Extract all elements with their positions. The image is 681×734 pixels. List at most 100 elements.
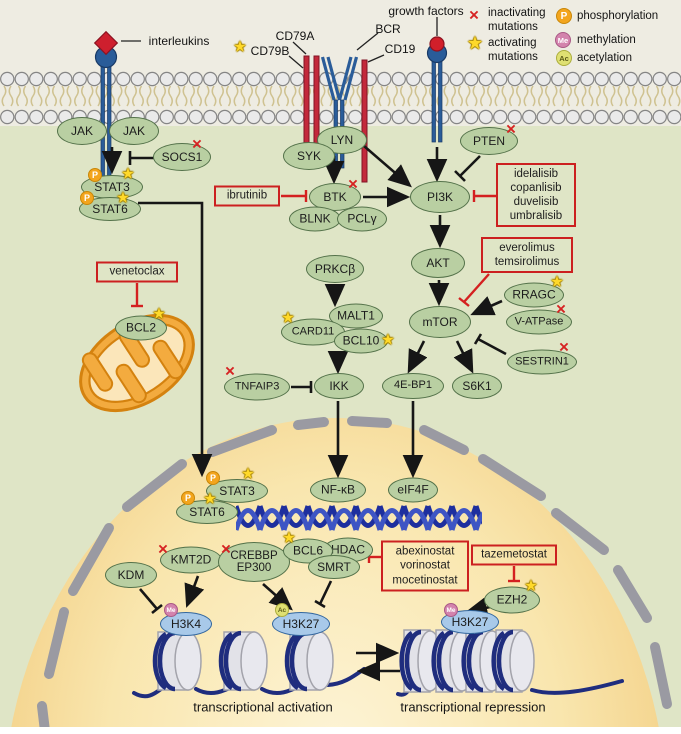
legend-inactivating: inactivating	[488, 7, 546, 19]
drug-box-pi3k-inhibitors: idelalisib copanlisib duvelisib umbralis…	[496, 163, 576, 227]
drug-box-mtor-inhibitors: everolimus temsirolimus	[481, 237, 573, 273]
drug-inhibition-lines	[131, 190, 520, 583]
transcriptional-repression-label: transcriptional repression	[400, 699, 546, 715]
drug-box-ibrutinib: ibrutinib	[214, 185, 280, 207]
node-smrt: SMRT	[308, 555, 360, 579]
drug-duvelisib: duvelisib	[513, 196, 559, 208]
legend-methylation: methylation	[577, 34, 636, 46]
cd79b-label: CD79B	[250, 44, 290, 58]
dna-helix	[236, 503, 482, 534]
activating-mutation-star-icon: ★	[381, 331, 395, 349]
drug-mocetinostat: mocetinostat	[392, 574, 458, 586]
mitochondrion-icon	[79, 313, 195, 413]
drug-abexinostat: abexinostat	[395, 545, 455, 558]
bcr-label: BCR	[375, 22, 401, 36]
legend-inactivating-2: mutations	[488, 21, 538, 33]
cd19-bar	[361, 59, 368, 183]
interleukins-label: interleukins	[148, 34, 210, 48]
activating-mutation-star-icon: ★	[550, 273, 564, 291]
node-4ebp1: 4E-BP1	[382, 373, 444, 399]
node-rragc: RRAGC	[504, 282, 564, 308]
legend-activating-2: mutations	[488, 51, 538, 63]
inactivating-mutation-x-icon: ×	[225, 361, 235, 381]
node-stat6: STAT6	[79, 197, 141, 221]
node-jak-right: JAK	[109, 117, 159, 145]
phosphorylation-badge-icon: P	[206, 471, 220, 485]
callout-lines	[121, 17, 438, 69]
methylation-badge-icon: Me	[555, 32, 571, 48]
inactivating-mutation-x-icon: ×	[192, 134, 202, 154]
phosphorylation-badge-icon: P	[88, 168, 102, 182]
node-kdm: KDM	[105, 562, 157, 588]
node-bcl2: BCL2	[115, 315, 167, 341]
inactivating-mutation-x-icon: ×	[158, 539, 168, 559]
node-crebbp-ep300: CREBBP EP300	[218, 542, 290, 582]
node-blnk: BLNK	[289, 206, 341, 232]
node-h3k27-methyl: H3K27	[441, 610, 499, 634]
drug-idelalisib: idelalisib	[513, 167, 559, 180]
phosphorylation-badge-icon: P	[181, 491, 195, 505]
node-bcl6: BCL6	[283, 538, 333, 564]
node-eif4f: eIF4F	[388, 477, 438, 503]
cd79a-label: CD79A	[275, 29, 315, 43]
drug-box-tazemetostat: tazemetostat	[471, 544, 557, 566]
activating-mutation-star-icon: ★	[116, 189, 130, 207]
node-pten: PTEN	[460, 127, 518, 155]
activating-mutation-star-icon: ★	[282, 529, 296, 547]
node-stat6-nuclear: STAT6	[176, 500, 238, 524]
drug-copanlisib: copanlisib	[510, 181, 562, 194]
crebbp-label: CREBBP	[230, 549, 278, 562]
node-sestrin1: SESTRIN1	[507, 349, 577, 375]
inactivating-mutation-x-icon: ×	[469, 5, 479, 25]
nuclear-envelope	[37, 416, 672, 734]
node-socs1: SOCS1	[153, 143, 211, 171]
interleukin-receptor	[93, 30, 119, 177]
node-jak-left: JAK	[57, 117, 107, 145]
activating-mutation-star-icon: ★	[524, 577, 538, 595]
drug-temsirolimus: temsirolimus	[494, 256, 560, 268]
bcr-antibody-icon	[320, 56, 359, 101]
drug-everolimus: everolimus	[499, 241, 555, 254]
growth-factor-ligand-icon	[429, 36, 445, 52]
growth-factors-label: growth factors	[388, 4, 464, 18]
activating-mutation-star-icon: ★	[281, 309, 295, 327]
drug-umbralisib: umbralisib	[509, 210, 563, 223]
node-bcl10: BCL10	[334, 328, 388, 354]
drug-vorinostat: vorinostat	[400, 559, 450, 572]
nucleosomes-open	[132, 630, 366, 699]
interleukin-ligand-icon	[93, 30, 119, 56]
acetylation-badge-icon: Ac	[556, 50, 572, 66]
inactivating-mutation-x-icon: ×	[559, 337, 569, 357]
phosphorylation-badge-icon: P	[80, 191, 94, 205]
node-akt: AKT	[411, 248, 465, 278]
drug-box-hdac-inhibitors: abexinostat vorinostat mocetinostat	[381, 540, 469, 592]
node-syk: SYK	[283, 142, 335, 170]
inactivating-mutation-x-icon: ×	[221, 539, 231, 559]
node-nfkb: NF-κB	[310, 477, 366, 503]
node-h3k27-acetyl: H3K27	[272, 612, 330, 636]
acetylation-badge-icon: Ac	[275, 603, 289, 617]
node-pclg: PCLγ	[337, 206, 387, 232]
phosphorylation-badge-icon: P	[556, 8, 572, 24]
legend-phosphorylation: phosphorylation	[577, 10, 659, 22]
activating-mutation-star-icon: ★	[152, 305, 166, 323]
inactivating-mutation-x-icon: ×	[506, 119, 516, 139]
node-pi3k: PI3K	[410, 181, 470, 213]
activating-mutation-star-icon: ★	[241, 465, 255, 483]
nucleosomes-closed	[396, 629, 624, 697]
activating-mutation-star-icon: ★	[121, 165, 135, 183]
activating-mutation-star-icon: ★	[466, 33, 484, 53]
drug-venetoclax: venetoclax	[109, 265, 165, 278]
node-s6k1: S6K1	[452, 373, 502, 399]
node-mtor: mTOR	[409, 306, 471, 338]
activating-mutation-star-icon: ★	[203, 490, 217, 508]
node-tnfaip3: TNFAIP3	[224, 373, 290, 401]
bottom-margin	[0, 727, 681, 734]
growth-factor-receptor	[426, 36, 448, 143]
cd19-label: CD19	[384, 42, 416, 56]
node-prkcb: PRKCβ	[306, 255, 364, 283]
inactivating-mutation-x-icon: ×	[348, 174, 358, 194]
legend-acetylation: acetylation	[577, 52, 632, 64]
drug-box-venetoclax: venetoclax	[96, 261, 178, 283]
